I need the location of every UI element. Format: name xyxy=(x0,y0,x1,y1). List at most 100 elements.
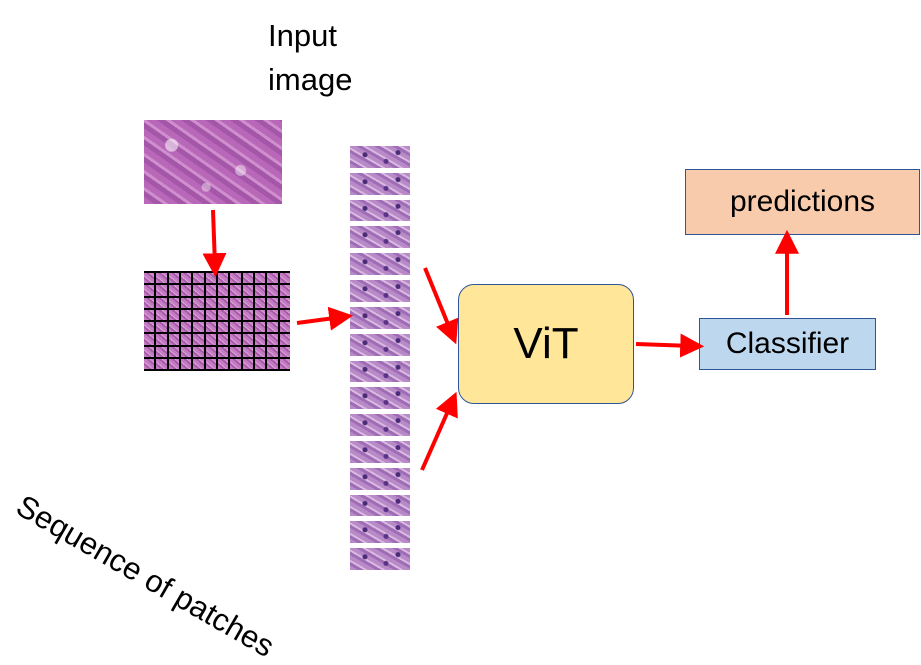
grid-patch xyxy=(230,334,241,345)
grid-patch xyxy=(254,273,266,284)
grid-patch xyxy=(193,285,204,296)
grid-patch xyxy=(205,322,216,333)
grid-patch xyxy=(156,273,167,284)
grid-patch xyxy=(267,346,278,357)
grid-patch xyxy=(279,322,290,333)
grid-patch xyxy=(254,346,266,357)
grid-patch xyxy=(168,358,179,369)
vit-box: ViT xyxy=(458,284,634,404)
grid-patch xyxy=(144,358,155,369)
grid-patch xyxy=(254,309,266,320)
grid-patch xyxy=(242,309,253,320)
grid-patch xyxy=(156,322,167,333)
grid-patch xyxy=(144,273,155,284)
grid-patch xyxy=(267,322,278,333)
grid-patch xyxy=(180,322,192,333)
grid-patch xyxy=(230,297,241,308)
grid-patch xyxy=(205,334,216,345)
grid-patch xyxy=(254,358,266,369)
grid-patch xyxy=(168,322,179,333)
grid-patch xyxy=(180,358,192,369)
grid-patch xyxy=(156,334,167,345)
grid-patch xyxy=(144,297,155,308)
grid-patch xyxy=(230,273,241,284)
grid-patch xyxy=(267,273,278,284)
input-image xyxy=(144,120,282,204)
grid-patch xyxy=(267,285,278,296)
grid-patch xyxy=(279,273,290,284)
grid-patch xyxy=(180,285,192,296)
classifier-box: Classifier xyxy=(699,318,876,370)
grid-patch xyxy=(217,322,229,333)
arrows-layer xyxy=(202,209,799,471)
grid-patch xyxy=(242,322,253,333)
grid-patch xyxy=(156,309,167,320)
grid-patch xyxy=(217,334,229,345)
grid-patch xyxy=(156,285,167,296)
sequence-patch xyxy=(350,333,410,356)
grid-patch xyxy=(168,309,179,320)
sequence-patch xyxy=(350,306,410,329)
grid-patch xyxy=(180,309,192,320)
grid-patch xyxy=(217,309,229,320)
grid-patch xyxy=(144,322,155,333)
grid-patch xyxy=(279,285,290,296)
grid-patch xyxy=(279,309,290,320)
arrow-vit-to-classifier xyxy=(635,333,705,358)
input-image-title: Input image xyxy=(268,14,408,102)
input-image-title-line2: image xyxy=(268,62,353,97)
grid-patch xyxy=(230,322,241,333)
sequence-patch xyxy=(350,280,410,302)
arrow-sequence-to-vit-lower xyxy=(420,391,458,471)
sequence-patch xyxy=(350,253,410,276)
sequence-patch xyxy=(350,226,410,249)
grid-patch xyxy=(230,358,241,369)
sequence-patch xyxy=(350,467,410,490)
grid-patch xyxy=(205,346,216,357)
grid-patch xyxy=(230,346,241,357)
sequence-patch xyxy=(350,440,410,463)
grid-patch xyxy=(217,358,229,369)
grid-patch xyxy=(144,285,155,296)
sequence-patch xyxy=(350,494,410,517)
grid-patch xyxy=(217,285,229,296)
classifier-label: Classifier xyxy=(725,327,850,360)
grid-patch xyxy=(254,297,266,308)
grid-patch xyxy=(217,346,229,357)
grid-patch xyxy=(180,273,192,284)
grid-patch xyxy=(205,358,216,369)
grid-patch xyxy=(193,334,204,345)
grid-patch xyxy=(205,285,216,296)
grid-patch xyxy=(168,273,179,284)
grid-patch xyxy=(279,346,290,357)
patch-sequence-column xyxy=(350,146,410,570)
grid-patch xyxy=(279,297,290,308)
sequence-patch xyxy=(350,146,410,168)
grid-patch xyxy=(168,346,179,357)
grid-patch xyxy=(205,297,216,308)
grid-patch xyxy=(242,273,253,284)
grid-patch xyxy=(156,358,167,369)
arrow-sequence-to-vit-upper xyxy=(423,267,459,345)
grid-patch xyxy=(193,358,204,369)
predictions-label: predictions xyxy=(729,185,876,218)
patch-grid-image xyxy=(144,271,290,371)
grid-patch xyxy=(242,285,253,296)
grid-patch xyxy=(180,346,192,357)
grid-patch xyxy=(242,297,253,308)
sequence-patch xyxy=(350,548,410,570)
grid-patch xyxy=(156,346,167,357)
grid-patch xyxy=(205,273,216,284)
sequence-patch xyxy=(350,414,410,436)
predictions-box: predictions xyxy=(685,169,920,235)
sequence-patch xyxy=(350,521,410,544)
grid-patch xyxy=(279,334,290,345)
grid-patch xyxy=(230,285,241,296)
vit-label: ViT xyxy=(513,319,579,368)
grid-patch xyxy=(193,309,204,320)
grid-patch xyxy=(144,346,155,357)
arrow-image-to-grid xyxy=(202,209,227,278)
grid-patch xyxy=(230,309,241,320)
sequence-patch xyxy=(350,360,410,383)
sequence-patch xyxy=(350,199,410,222)
